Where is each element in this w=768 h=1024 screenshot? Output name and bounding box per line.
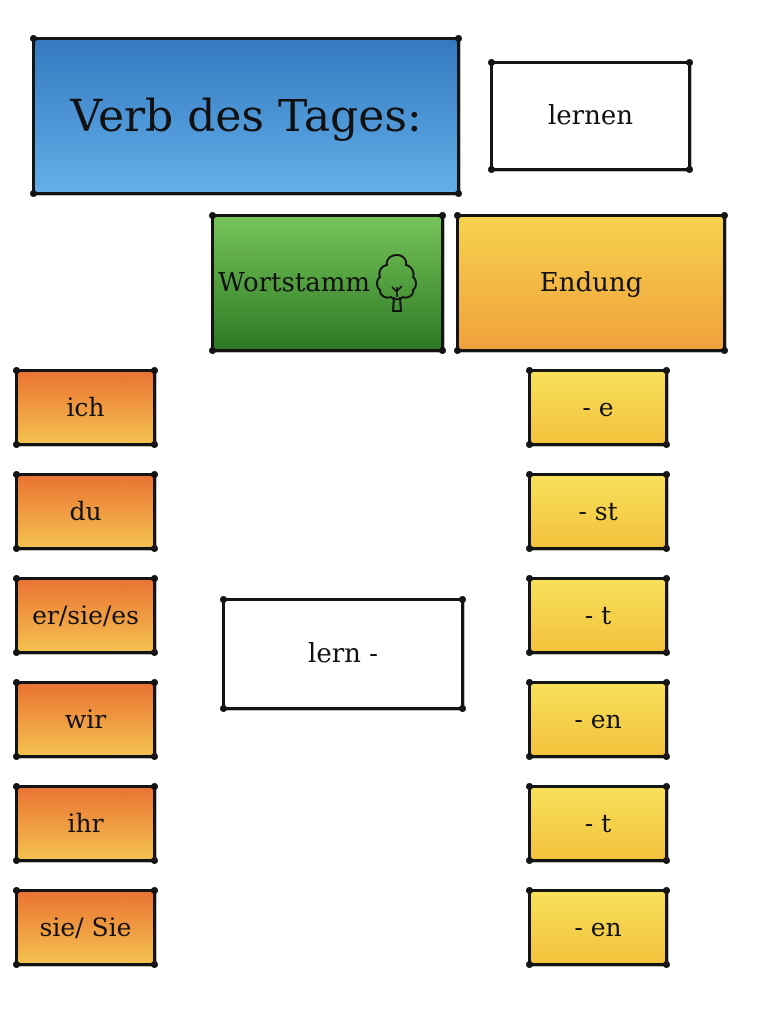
ending-card-4[interactable]: - en [526, 679, 670, 760]
pronoun-card-sie-Sie[interactable]: sie/ Sie [13, 887, 158, 968]
stem-value-label: lern - [308, 639, 378, 669]
pronoun-label: ihr [67, 809, 104, 838]
stem-header-card[interactable]: Wortstamm [209, 212, 446, 354]
pronoun-card-wir[interactable]: wir [13, 679, 158, 760]
pronoun-card-er-sie-es[interactable]: er/sie/es [13, 575, 158, 656]
ending-card-3[interactable]: - t [526, 575, 670, 656]
pronoun-label: ich [66, 393, 105, 422]
ending-header-card[interactable]: Endung [454, 212, 728, 354]
ending-label: - e [582, 393, 614, 422]
ending-label: - en [574, 705, 622, 734]
pronoun-card-ich[interactable]: ich [13, 367, 158, 448]
pronoun-label: er/sie/es [32, 601, 139, 630]
verb-card[interactable]: lernen [488, 59, 693, 173]
stem-value-card[interactable]: lern - [220, 596, 466, 712]
ending-header-label: Endung [539, 268, 643, 298]
ending-label: - t [584, 809, 612, 838]
pronoun-card-ihr[interactable]: ihr [13, 783, 158, 864]
ending-card-5[interactable]: - t [526, 783, 670, 864]
pronoun-label: du [69, 497, 102, 526]
tree-icon [376, 253, 418, 312]
page-title: Verb des Tages: [70, 90, 422, 142]
ending-label: - st [578, 497, 618, 526]
verb-label: lernen [547, 101, 633, 131]
title-card[interactable]: Verb des Tages: [30, 35, 462, 197]
ending-label: - en [574, 913, 622, 942]
pronoun-label: wir [64, 705, 107, 734]
ending-label: - t [584, 601, 612, 630]
pronoun-label: sie/ Sie [39, 913, 132, 942]
ending-card-6[interactable]: - en [526, 887, 670, 968]
stem-header-label: Wortstamm [218, 268, 371, 298]
pronoun-card-du[interactable]: du [13, 471, 158, 552]
ending-card-2[interactable]: - st [526, 471, 670, 552]
ending-card-1[interactable]: - e [526, 367, 670, 448]
